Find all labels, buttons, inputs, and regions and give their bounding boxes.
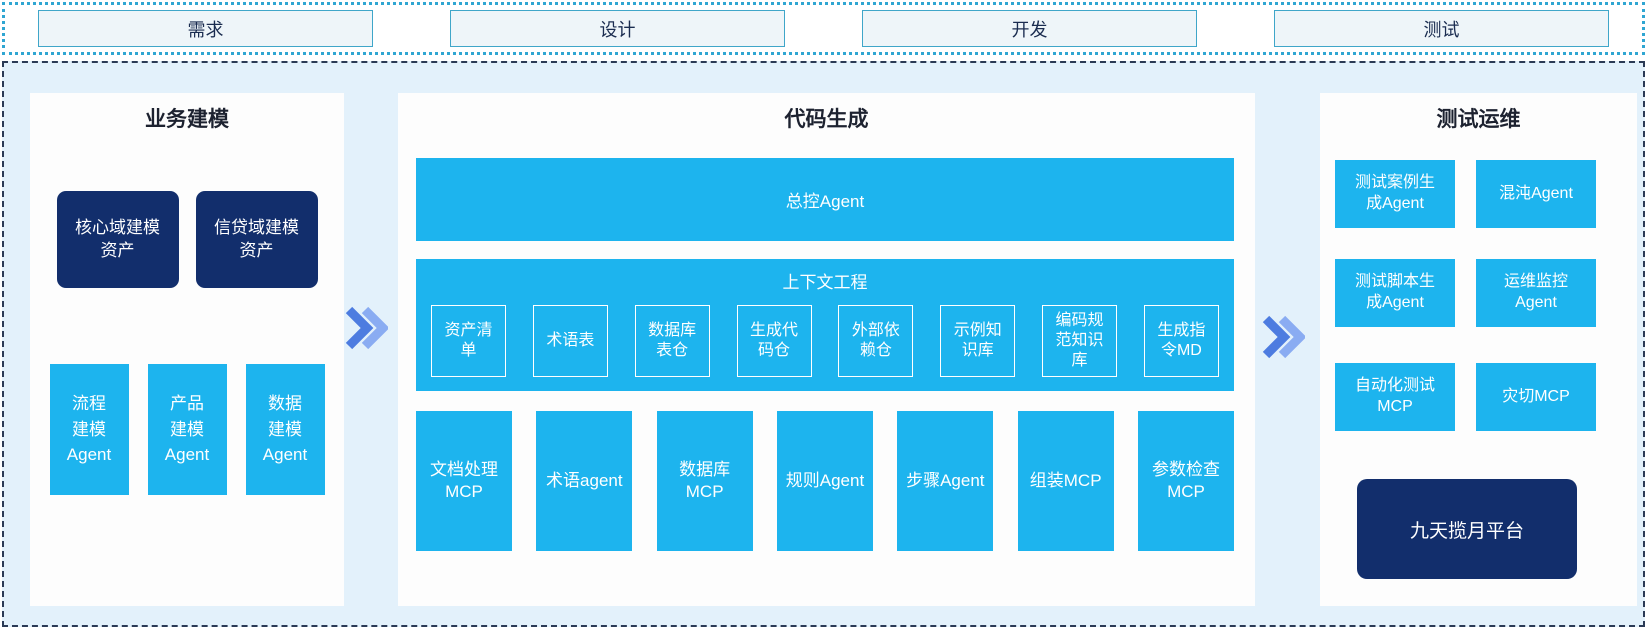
test-box-automated-test-mcp: 自动化测试 MCP — [1335, 363, 1455, 431]
main-diagram-area: 业务建模 核心域建模 资产 信贷域建模 资产 流程 建模 Agent 产品 建模… — [2, 61, 1645, 627]
context-boxes-row: 资产清 单 术语表 数据库 表仓 生成代 码仓 外部依 赖仓 示例知 识库 编码… — [431, 305, 1219, 377]
code-generation-panel: 代码生成 总控Agent 上下文工程 资产清 单 术语表 数据库 表仓 生成代 … — [398, 93, 1255, 606]
worker-box-step-agent: 步骤Agent — [897, 411, 994, 551]
worker-box-database-mcp: 数据库 MCP — [656, 411, 753, 551]
context-box-asset-list: 资产清 单 — [431, 305, 506, 377]
test-box-test-script-gen-agent: 测试脚本生 成Agent — [1335, 259, 1455, 327]
worker-boxes-row: 文档处理 MCP 术语agent 数据库 MCP 规则Agent 步骤Agent… — [416, 411, 1234, 551]
phase-box-design: 设计 — [450, 10, 785, 47]
test-box-disaster-switch-mcp: 灾切MCP — [1476, 363, 1596, 431]
context-box-example-knowledge-base: 示例知 识库 — [940, 305, 1016, 377]
context-box-generation-instruction-md: 生成指 令MD — [1143, 305, 1219, 377]
test-ops-panel: 测试运维 测试案例生 成Agent 混沌Agent 测试脚本生 成Agent 运… — [1320, 93, 1637, 606]
agent-box-product-modeling: 产品 建模 Agent — [147, 364, 227, 495]
test-box-chaos-agent: 混沌Agent — [1476, 160, 1596, 228]
flow-chevron-right-icon — [345, 306, 388, 350]
agent-box-data-modeling: 数据 建模 Agent — [245, 364, 325, 495]
worker-box-rule-agent: 规则Agent — [776, 411, 873, 551]
worker-box-doc-processing-mcp: 文档处理 MCP — [416, 411, 512, 551]
code-generation-title: 代码生成 — [784, 108, 869, 131]
context-box-coding-standards-kb: 编码规 范知识 库 — [1042, 305, 1118, 377]
worker-box-assembly-mcp: 组装MCP — [1017, 411, 1114, 551]
context-box-external-deps-repo: 外部依 赖仓 — [838, 305, 914, 377]
test-box-ops-monitoring-agent: 运维监控 Agent — [1476, 259, 1596, 327]
context-box-glossary: 术语表 — [532, 305, 608, 377]
context-engineering-block: 上下文工程 资产清 单 术语表 数据库 表仓 生成代 码仓 外部依 赖仓 示例知… — [416, 259, 1234, 391]
master-agent-bar: 总控Agent — [416, 158, 1234, 241]
business-modeling-panel: 业务建模 核心域建模 资产 信贷域建模 资产 流程 建模 Agent 产品 建模… — [30, 93, 344, 606]
flow-chevron-right-icon — [1262, 315, 1305, 359]
test-box-test-case-gen-agent: 测试案例生 成Agent — [1335, 160, 1455, 228]
context-box-generated-code-repo: 生成代 码仓 — [736, 305, 812, 377]
worker-box-param-check-mcp: 参数检查 MCP — [1137, 411, 1234, 551]
business-modeling-title: 业务建模 — [145, 108, 229, 131]
phase-box-development: 开发 — [862, 10, 1197, 47]
agent-box-process-modeling: 流程 建模 Agent — [49, 364, 129, 495]
asset-box-credit-domain: 信贷域建模 资产 — [195, 191, 318, 288]
jiutian-lanyue-platform-box: 九天揽月平台 — [1357, 479, 1577, 579]
test-ops-title: 测试运维 — [1436, 108, 1521, 131]
asset-box-core-domain: 核心域建模 资产 — [56, 191, 179, 288]
phase-box-requirements: 需求 — [38, 10, 373, 47]
context-engineering-title: 上下文工程 — [782, 273, 868, 292]
modeling-assets-row: 核心域建模 资产 信贷域建模 资产 — [30, 191, 344, 288]
phase-box-testing: 测试 — [1274, 10, 1609, 47]
context-box-db-table-repo: 数据库 表仓 — [634, 305, 710, 377]
worker-box-glossary-agent: 术语agent — [536, 411, 633, 551]
modeling-agents-row: 流程 建模 Agent 产品 建模 Agent 数据 建模 Agent — [30, 364, 344, 495]
phase-bar: 需求 设计 开发 测试 — [2, 2, 1645, 55]
